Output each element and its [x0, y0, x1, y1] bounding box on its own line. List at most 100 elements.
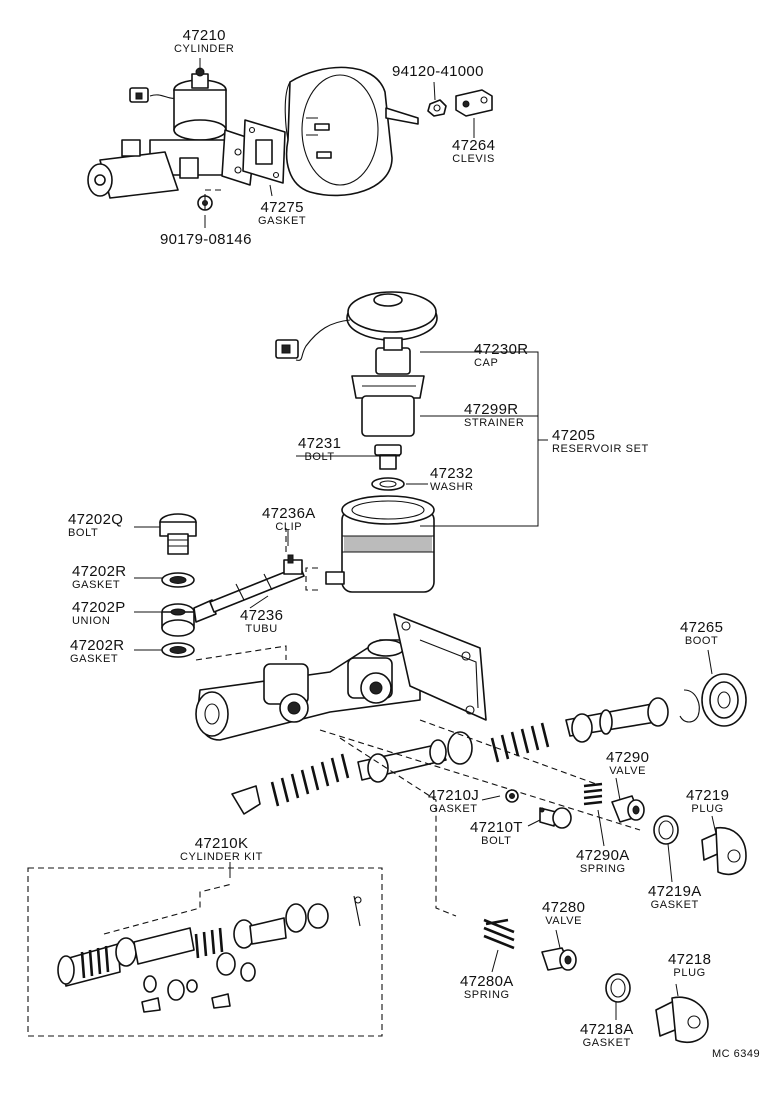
label-47236A: 47236A CLIP — [262, 506, 316, 533]
part-name: GASKET — [429, 803, 478, 815]
spring-47280A-drawing — [483, 918, 515, 950]
part-number: 47219 — [686, 787, 730, 804]
part-name: SPRING — [463, 989, 510, 1001]
piston-springs-drawing — [231, 689, 700, 815]
part-number: 47218A — [580, 1021, 634, 1038]
label-47265: 47265 BOOT — [680, 620, 723, 647]
label-47275: 47275 GASKET — [258, 200, 306, 227]
label-47236: 47236 TUBU — [240, 608, 283, 635]
plug-47219-drawing — [701, 827, 747, 876]
part-number: 47219A — [648, 883, 702, 900]
label-47231: 47231 BOLT — [298, 436, 341, 463]
part-name: GASKET — [258, 215, 307, 227]
cylinder-kit-box — [27, 867, 383, 1037]
gasket-47202R-upper-drawing — [161, 572, 195, 588]
part-name: SPRING — [579, 863, 626, 875]
washer-47232-drawing — [371, 477, 405, 491]
label-47218A: 47218A GASKET — [580, 1022, 634, 1049]
part-number: 47299R — [464, 401, 519, 418]
label-47290A: 47290A SPRING — [576, 848, 630, 875]
part-number: 47232 — [430, 465, 474, 482]
part-number: 47210T — [470, 819, 523, 836]
label-47202Q: 47202Q BOLT — [68, 512, 123, 539]
part-number: 47210J — [428, 787, 480, 804]
brake-booster-drawing — [284, 66, 419, 197]
label-47230R: 47230R CAP — [474, 342, 528, 369]
label-47210T: 47210T BOLT — [470, 820, 523, 847]
valve-47280-drawing — [541, 947, 577, 971]
part-name: BOLT — [304, 451, 335, 463]
part-name: UNION — [72, 615, 111, 627]
label-47280A: 47280A SPRING — [460, 974, 514, 1001]
part-number: 47230R — [474, 341, 529, 358]
part-number: 47231 — [298, 435, 342, 452]
part-name: CAP — [474, 357, 499, 369]
label-47202R-upper: 47202R GASKET — [72, 564, 126, 591]
gasket-47210J-drawing — [505, 789, 519, 803]
part-name: CLIP — [275, 521, 303, 533]
part-name: PLUG — [691, 803, 724, 815]
part-number: 47290 — [606, 749, 650, 766]
part-name: TUBU — [245, 623, 278, 635]
part-name: BOOT — [684, 635, 719, 647]
label-47210: 47210 CYLINDER — [174, 28, 234, 55]
part-name: CYLINDER KIT — [180, 851, 263, 863]
part-name: CLEVIS — [452, 153, 495, 165]
part-name: RESERVOIR SET — [552, 443, 649, 455]
part-name: GASKET — [582, 1037, 631, 1049]
part-name: GASKET — [70, 653, 119, 665]
label-94120-41000: 94120-41000 — [392, 64, 484, 79]
label-47210J: 47210J GASKET — [428, 788, 479, 815]
part-number: 94120-41000 — [392, 63, 484, 80]
tube-47236-drawing — [209, 528, 305, 613]
label-47218: 47218 PLUG — [668, 952, 711, 979]
plug-47218-drawing — [655, 996, 709, 1044]
part-name: GASKET — [72, 579, 121, 591]
label-47219: 47219 PLUG — [686, 788, 729, 815]
part-number: 47210K — [194, 835, 249, 852]
part-number: 47202R — [72, 563, 127, 580]
gasket-47275-drawing — [242, 119, 286, 184]
label-47264: 47264 CLEVIS — [452, 138, 495, 165]
part-name: BOLT — [481, 835, 512, 847]
label-47205: 47205 RESERVOIR SET — [552, 428, 649, 455]
strainer-47299R-drawing — [351, 375, 425, 437]
part-number: 47202Q — [68, 511, 124, 528]
label-47210K: 47210K CYLINDER KIT — [180, 836, 263, 863]
part-number: 47290A — [576, 847, 630, 864]
figure-code: MC 6349 — [712, 1048, 761, 1060]
union-47202P-drawing — [161, 599, 217, 637]
cylinder-kit-contents-drawing — [57, 883, 362, 1013]
gasket-47202R-lower-drawing — [161, 642, 287, 661]
part-name: VALVE — [609, 765, 647, 777]
gasket-47218A-drawing — [605, 973, 631, 1003]
label-47232: 47232 WASHR — [430, 466, 474, 493]
label-47299R: 47299R STRAINER — [464, 402, 524, 429]
part-number: 47218 — [668, 951, 712, 968]
part-number: 47275 — [260, 199, 304, 216]
label-47202P: 47202P UNION — [72, 600, 126, 627]
label-47290: 47290 VALVE — [606, 750, 649, 777]
part-name: STRAINER — [464, 417, 525, 429]
cylinder-body-drawing — [195, 613, 487, 741]
master-cylinder-assembly-drawing — [87, 67, 256, 211]
part-number: 47236 — [240, 607, 284, 624]
nut-94120-drawing — [427, 99, 447, 117]
spring-47290A-drawing — [583, 782, 603, 806]
part-number: 47280A — [460, 973, 514, 990]
part-number: 47264 — [452, 137, 496, 154]
part-name: CYLINDER — [174, 43, 235, 55]
valve-47290-drawing — [611, 795, 645, 823]
part-number: 47236A — [262, 505, 316, 522]
part-name: PLUG — [673, 967, 706, 979]
part-number: 47202R — [70, 637, 125, 654]
bolt-47231-drawing — [374, 444, 402, 470]
label-90179-08146: 90179-08146 — [160, 232, 252, 247]
part-number: 47265 — [680, 619, 724, 636]
label-47219A: 47219A GASKET — [648, 884, 702, 911]
label-47280: 47280 VALVE — [542, 900, 585, 927]
part-number: 90179-08146 — [160, 231, 252, 248]
part-number: 47202P — [72, 599, 126, 616]
bolt-47210T-drawing — [539, 807, 572, 829]
